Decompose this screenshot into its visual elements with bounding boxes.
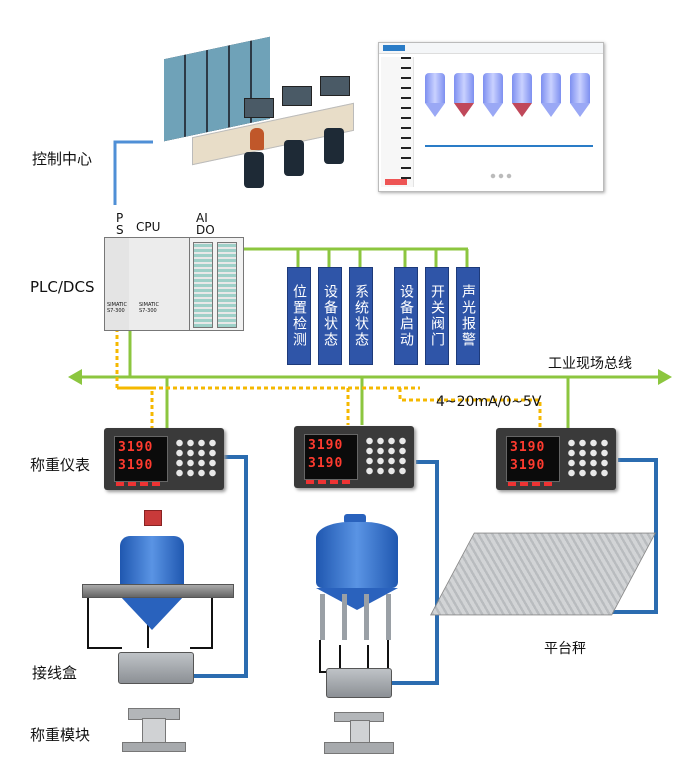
tank: [570, 73, 590, 125]
chair: [284, 140, 304, 176]
io-module: [193, 242, 213, 328]
scada-pager: [489, 173, 513, 179]
scale-plate: [429, 532, 657, 616]
tank: [454, 73, 474, 125]
scada-alarm-button: [385, 179, 407, 185]
fieldbus-label: 工业现场总线: [548, 356, 632, 372]
tank-body: [316, 522, 398, 588]
weighing-module-label: 称重模块: [30, 726, 91, 744]
function-equipment-start: 设备启动: [394, 267, 418, 365]
weighing-instrument: 3190 3190: [294, 426, 414, 488]
instrument-lower-display: 3190: [118, 458, 154, 473]
function-system-status: 系统状态: [349, 267, 373, 365]
weighing-instrument: 3190 3190: [496, 428, 616, 490]
instrument-upper-display: 3190: [118, 440, 154, 455]
weighing-instrument: 3190 3190: [104, 428, 224, 490]
plc-model-1: SIMATIC S7-300: [107, 302, 128, 314]
weighing-module: [118, 708, 188, 752]
plc-model-2: SIMATIC S7-300: [139, 302, 160, 314]
ps-label: P S: [116, 211, 124, 237]
fieldbus-arrow: [68, 369, 672, 385]
instrument-upper-display: 3190: [510, 440, 546, 455]
junction-box-label: 接线盒: [32, 664, 78, 682]
function-equipment-status: 设备状态: [318, 267, 342, 365]
control-center-label: 控制中心: [32, 150, 93, 168]
instrument-lower-display: 3190: [510, 458, 546, 473]
weighing-instrument-label: 称重仪表: [30, 456, 91, 474]
junction-box: [118, 652, 194, 684]
plc-rack: SIMATIC S7-300 SIMATIC S7-300: [104, 237, 244, 331]
platform-scale-label: 平台秤: [544, 641, 586, 657]
instrument-lower-display: 3190: [308, 456, 344, 471]
tank: [541, 73, 561, 125]
control-center-link: [113, 140, 153, 205]
cpu-module: [129, 238, 190, 330]
junction-box: [326, 668, 392, 698]
tank-legs: [320, 594, 394, 640]
tank-motor: [144, 510, 162, 526]
scada-logo: [383, 45, 405, 51]
monitor: [282, 86, 312, 106]
ps-module: [105, 238, 130, 330]
control-room-illustration: [152, 28, 372, 198]
tank-cone: [120, 596, 184, 630]
tank: [512, 73, 532, 125]
tank: [483, 73, 503, 125]
io-module: [217, 242, 237, 328]
scada-sidebar: [381, 57, 414, 187]
weighing-module: [322, 708, 394, 754]
support-beam: [82, 584, 234, 598]
cpu-label: CPU: [136, 220, 161, 234]
monitor: [320, 76, 350, 96]
hanging-tank: [82, 508, 234, 638]
function-valve-switch: 开关阀门: [425, 267, 449, 365]
tank: [425, 73, 445, 125]
monitor: [244, 98, 274, 118]
ai-do-label: AI DO: [196, 211, 215, 237]
plc-dcs-label: PLC/DCS: [30, 278, 95, 296]
tank-top: [344, 514, 366, 524]
instrument-upper-display: 3190: [308, 438, 344, 453]
operator: [250, 128, 264, 150]
scada-screenshot: [378, 42, 604, 192]
function-position-detection: 位置检测: [287, 267, 311, 365]
scada-header: [379, 43, 603, 54]
scada-pipe: [425, 145, 593, 147]
chair: [244, 152, 264, 188]
analog-signal-label: 4~20mA/0~5V: [436, 394, 542, 410]
function-alarm: 声光报警: [456, 267, 480, 365]
chair: [324, 128, 344, 164]
standing-tank: [312, 514, 402, 644]
platform-scale: [429, 528, 657, 618]
